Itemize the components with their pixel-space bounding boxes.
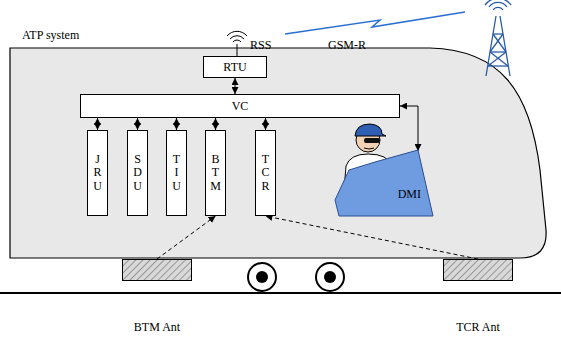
signal-link	[157, 216, 216, 259]
radio-link	[285, 12, 465, 34]
rss-antenna	[227, 31, 247, 56]
node-label: VC	[232, 99, 249, 114]
console-shape	[335, 150, 435, 216]
module-box: TIU	[166, 130, 187, 216]
antenna-label: TCR Ant	[456, 320, 500, 335]
antenna-shape	[122, 259, 192, 281]
antenna-shape	[443, 259, 513, 281]
unit-box: VC	[80, 94, 400, 118]
node-label: RTU	[223, 60, 246, 75]
gsm-r-tower	[485, 0, 511, 76]
module-box: JRU	[87, 130, 108, 216]
console-outline	[335, 150, 433, 216]
antenna-label: BTM Ant	[134, 320, 180, 335]
train-body	[10, 48, 546, 258]
antenna: TCR Ant	[433, 259, 523, 339]
node-label: DMI	[398, 187, 421, 202]
signal-link	[266, 216, 479, 259]
module-box: BTM	[205, 130, 226, 216]
module-box: TCR	[255, 130, 276, 216]
node-label: TCR	[262, 153, 270, 193]
antenna-outline	[444, 260, 513, 281]
rail	[0, 292, 561, 294]
dmi-console: DMI	[335, 150, 435, 216]
antenna: BTM Ant	[112, 259, 202, 339]
data-link	[265, 118, 266, 130]
node-label: TIU	[172, 153, 181, 193]
module-box: SDU	[127, 130, 148, 216]
data-link	[400, 106, 418, 151]
wheel	[248, 263, 276, 291]
node-label: JRU	[93, 153, 102, 193]
text-label: RSS	[250, 38, 271, 53]
wheel	[316, 263, 344, 291]
text-label: ATP system	[22, 28, 79, 43]
unit-box: RTU	[203, 56, 267, 78]
antenna-outline	[123, 260, 192, 281]
data-link	[176, 118, 177, 130]
data-link	[137, 118, 138, 130]
text-label: GSM-R	[328, 38, 366, 53]
node-label: BTM	[210, 153, 221, 193]
data-link	[97, 118, 98, 130]
data-link	[235, 78, 236, 94]
node-label: SDU	[133, 153, 142, 193]
data-link	[215, 118, 216, 130]
